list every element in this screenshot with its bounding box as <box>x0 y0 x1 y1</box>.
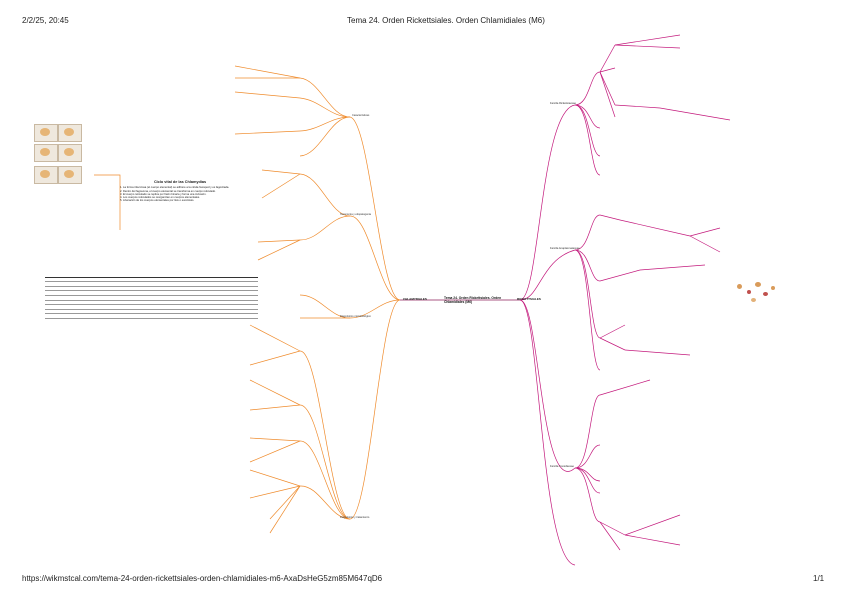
table-row <box>45 301 258 306</box>
branch-rickettsiales: RICKETTSIALES <box>517 297 541 301</box>
life-cycle-note-item: 2. Dentro del fagosoma, el cuerpo elemen… <box>120 189 216 193</box>
cell-blob <box>40 128 50 136</box>
page-url: https://wikmstcal.com/tema-24-orden-rick… <box>22 574 383 583</box>
left-node-caracteristicas: Características <box>352 114 370 117</box>
table-row <box>45 278 258 283</box>
inclusion-dot <box>737 284 742 289</box>
right-node-coxiellaceae: Familia Coxiellaceae <box>550 465 574 468</box>
cell-blob <box>64 148 74 156</box>
left-node-diagnostico-micro: Diagnóstico microbiológico <box>340 315 371 318</box>
cell-blob <box>64 128 74 136</box>
inclusion-dot <box>751 298 756 302</box>
right-node-anaplasmataceae: Familia Anaplasmataceae <box>550 247 580 250</box>
comparison-table <box>45 273 258 319</box>
left-node-taxonomia: Taxonomía y etiopatogenia <box>340 213 372 216</box>
table-row <box>45 287 258 292</box>
table-row <box>45 282 258 287</box>
cell-blob <box>40 170 50 178</box>
table-row <box>45 305 258 310</box>
left-node-diagnostico-trat: Diagnóstico y tratamiento <box>340 516 370 519</box>
right-node-rickettsiaceae: Familia Rickettsiaceae <box>550 102 576 105</box>
inclusion-dot <box>755 282 761 287</box>
table-header-row <box>45 273 258 278</box>
life-cycle-note-item: 4. Los cuerpos reticulados se reorganiza… <box>120 196 200 200</box>
inclusion-dot <box>763 292 768 296</box>
branch-chlamydiales: CHLAMYDIALES <box>403 297 427 301</box>
life-cycle-illustration <box>34 124 84 194</box>
life-cycle-note-item: 1. La forma infecciosa (el cuerpo elemen… <box>120 186 230 190</box>
table-row <box>45 291 258 296</box>
microscopy-illustration <box>733 276 779 306</box>
life-cycle-note-item: 3. El cuerpo reticulado se replica por f… <box>120 192 207 196</box>
print-datetime: 2/2/25, 20:45 <box>22 16 69 25</box>
table-row <box>45 296 258 301</box>
inclusion-dot <box>747 290 751 294</box>
cell-blob <box>40 148 50 156</box>
table-row <box>45 314 258 319</box>
mindmap-center-topic: Tema 24. Orden Rickettsiales. Orden Chla… <box>444 296 502 304</box>
page-number: 1/1 <box>813 574 825 583</box>
cell-blob <box>64 170 74 178</box>
life-cycle-note: Ciclo vital de las Chlamydias 1. La form… <box>120 180 240 203</box>
life-cycle-note-title: Ciclo vital de las Chlamydias <box>153 180 207 184</box>
life-cycle-note-item: 5. Liberación de los cuerpos elementales… <box>120 199 195 203</box>
table-row <box>45 310 258 315</box>
page-title: Tema 24. Orden Rickettsiales. Orden Chla… <box>347 16 545 25</box>
inclusion-dot <box>771 286 775 290</box>
